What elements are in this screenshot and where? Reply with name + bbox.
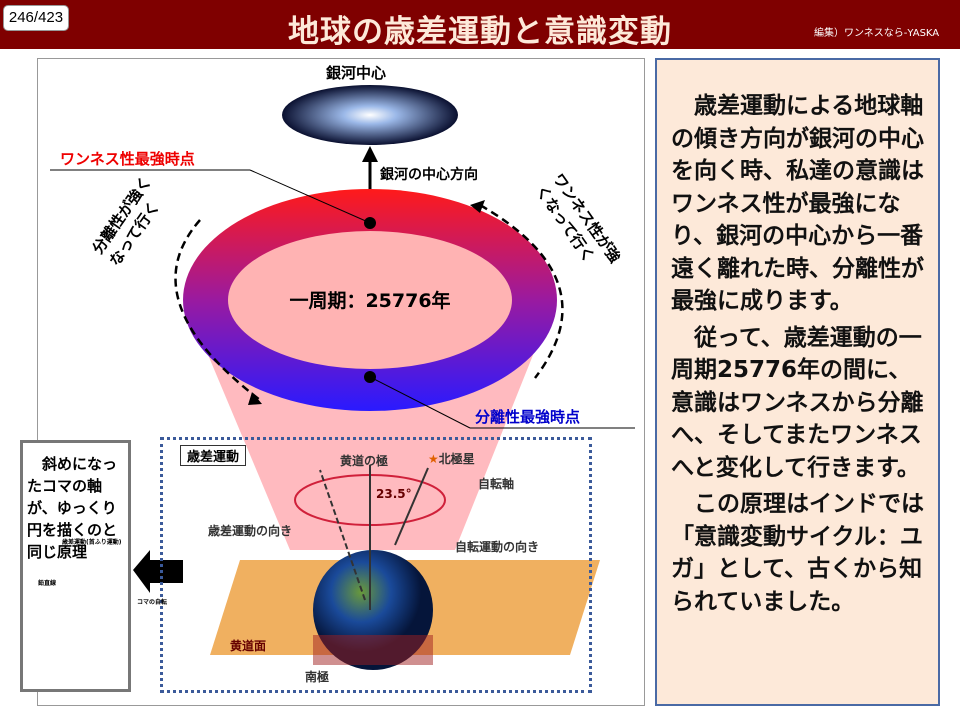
explanation-paragraph-3: この原理はインドでは「意識変動サイクル：ユガ」として、古くから知られていました。 [671, 491, 924, 615]
star-icon: ★ [428, 452, 439, 466]
precession-title: 歳差運動 [180, 445, 247, 466]
polaris-label: ★北極星 [428, 450, 475, 467]
rotation-direction-label: 自転運動の向き [455, 540, 540, 554]
galaxy-image [282, 85, 458, 145]
precession-box [160, 437, 592, 693]
angle-label: 23.5° [376, 487, 412, 501]
polaris-text: 北極星 [438, 452, 475, 466]
separation-point [364, 371, 376, 383]
cycle-label: 一周期：25776年 [289, 290, 451, 312]
explanation-paragraph-1: 歳差運動による地球軸の傾き方向が銀河の中心を向く時、私達の意識はワンネス性が最強… [671, 93, 924, 314]
axis-label: 自転軸 [478, 477, 515, 491]
ecliptic-plane-label: 黄道面 [230, 639, 267, 653]
spinning-top-box: 斜めになったコマの軸が、ゆっくり円を描くのと同じ原理 [20, 440, 131, 692]
top-spin-label: コマの自転 [137, 599, 168, 606]
galaxy-direction-label: 銀河の中心方向 [380, 167, 478, 183]
diagram-panel [37, 58, 645, 706]
page-counter: 246/423 [3, 5, 69, 31]
top-plumb-label: 鉛直線 [38, 580, 57, 587]
explanation-paragraph-2: 従って、歳差運動の一周期25776年の間に、意識はワンネスから分離へ、そしてまた… [671, 324, 924, 481]
arrow-left-icon [133, 550, 183, 593]
header-bar: 246/423 地球の歳差運動と意識変動 編集）ワンネスなら-YASKA [0, 0, 960, 50]
oneness-max-label: ワンネス性最強時点 [60, 150, 195, 168]
page-title: 地球の歳差運動と意識変動 [288, 14, 672, 50]
galaxy-center-label: 銀河中心 [326, 64, 387, 82]
editor-credit: 編集）ワンネスなら-YASKA [814, 28, 940, 39]
ecliptic-pole-label: 黄道の極 [340, 454, 389, 468]
arrow-up-icon [362, 146, 378, 162]
top-precession-label: 歳差運動(首ふり運動) [62, 539, 122, 546]
spinning-top-note: 斜めになったコマの軸が、ゆっくり円を描くのと同じ原理 [27, 455, 118, 561]
precession-direction-label: 歳差運動の向き [208, 524, 293, 538]
explanation-panel: 歳差運動による地球軸の傾き方向が銀河の中心を向く時、私達の意識はワンネス性が最強… [655, 58, 940, 706]
separation-max-label: 分離性最強時点 [475, 408, 581, 426]
south-pole-label: 南極 [305, 670, 330, 684]
oneness-point [364, 217, 376, 229]
